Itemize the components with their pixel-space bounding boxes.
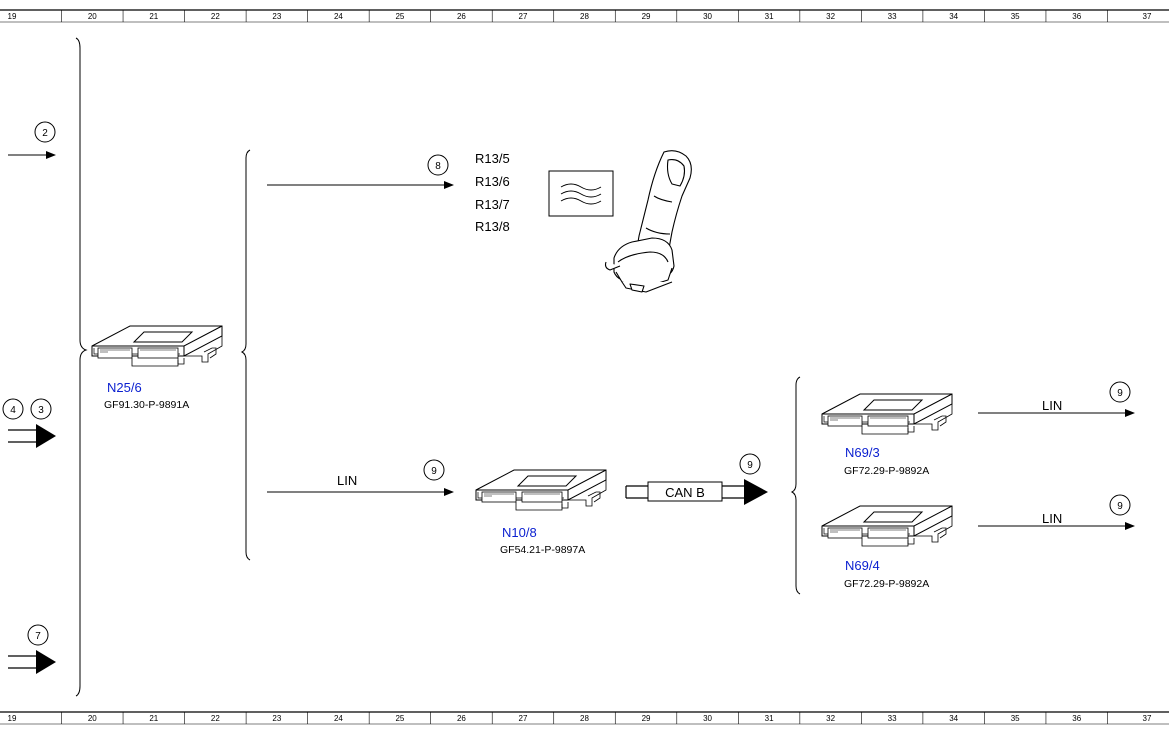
svg-text:2: 2 [42, 128, 48, 139]
ruler-label: 32 [826, 12, 835, 21]
connector-3: 3 [30, 398, 52, 420]
ruler-label: 25 [395, 12, 404, 21]
ruler-label: 25 [395, 714, 404, 723]
svg-text:9: 9 [431, 466, 437, 477]
input-arrow-7 [8, 650, 56, 674]
ruler-label: 29 [642, 12, 651, 21]
ruler-label: 23 [272, 12, 281, 21]
ruler-label: 26 [457, 714, 466, 723]
bottom-ruler: 19 20 21 22 23 24 25 26 27 28 29 30 31 32 33 34 35 36 37 [0, 711, 1169, 725]
ruler-label: 19 [8, 12, 17, 21]
n69-4-control-unit [821, 505, 953, 547]
n69-3-control-unit [821, 393, 953, 435]
can-b-label: CAN B [665, 485, 705, 500]
seat-icon [604, 150, 692, 293]
svg-text:3: 3 [38, 405, 44, 416]
ruler-label: 35 [1011, 12, 1020, 21]
ruler-label: 33 [888, 12, 897, 21]
n25-6-label: N25/6 [107, 380, 142, 395]
ruler-label: 24 [334, 12, 343, 21]
ruler-label: 32 [826, 714, 835, 723]
svg-text:4: 4 [10, 405, 16, 416]
ruler-label: 31 [765, 714, 774, 723]
ruler-label: 37 [1143, 714, 1152, 723]
svg-text:7: 7 [35, 631, 41, 642]
n69-3-code: GF72.29-P-9892A [844, 465, 929, 477]
connector-9-can: 9 [739, 453, 761, 475]
ruler-label: 20 [88, 714, 97, 723]
svg-text:9: 9 [1117, 501, 1123, 512]
ruler-label: 35 [1011, 714, 1020, 723]
ruler-label: 19 [8, 714, 17, 723]
heating-symbol-icon [548, 170, 614, 217]
ruler-label: 34 [949, 12, 958, 21]
ruler-label: 20 [88, 12, 97, 21]
n10-8-control-unit [475, 469, 607, 511]
ruler-label: 28 [580, 12, 589, 21]
connector-4: 4 [2, 398, 24, 420]
n69-4-label: N69/4 [845, 558, 880, 573]
ruler-label: 21 [149, 714, 158, 723]
ruler-label: 37 [1143, 12, 1152, 21]
main-bracket [75, 37, 88, 697]
ruler-label: 30 [703, 714, 712, 723]
can-b-arrow [625, 479, 768, 505]
n25-6-bracket [240, 149, 251, 561]
ruler-label: 33 [888, 714, 897, 723]
n10-8-label: N10/8 [502, 525, 537, 540]
ruler-label: 34 [949, 714, 958, 723]
ruler-label: 21 [149, 12, 158, 21]
n69-3-label: N69/3 [845, 445, 880, 460]
svg-text:9: 9 [1117, 388, 1123, 399]
connector-8: 8 [427, 154, 449, 176]
ruler-label: 27 [519, 12, 528, 21]
ruler-label: 30 [703, 12, 712, 21]
heater-label: R13/6 [475, 174, 510, 189]
ruler-label: 22 [211, 714, 220, 723]
ruler-label: 36 [1072, 714, 1081, 723]
top-ruler: 19 20 21 22 23 24 25 26 27 28 29 30 31 32 33 34 35 36 37 [0, 9, 1169, 23]
connector-9-n69-4: 9 [1109, 494, 1131, 516]
n25-6-control-unit [91, 325, 223, 367]
heater-label: R13/5 [475, 151, 510, 166]
svg-text:8: 8 [435, 161, 441, 172]
ruler-label: 23 [272, 714, 281, 723]
ruler-label: 26 [457, 12, 466, 21]
ruler-label: 22 [211, 12, 220, 21]
ruler-label: 31 [765, 12, 774, 21]
ruler-label: 28 [580, 714, 589, 723]
lin-label-n69-3: LIN [1042, 398, 1062, 413]
connector-7: 7 [27, 624, 49, 646]
n69-4-code: GF72.29-P-9892A [844, 578, 929, 590]
n25-6-code: GF91.30-P-9891A [104, 399, 189, 411]
connector-9-n69-3: 9 [1109, 381, 1131, 403]
ruler-label: 29 [642, 714, 651, 723]
heater-label: R13/8 [475, 219, 510, 234]
n10-8-code: GF54.21-P-9897A [500, 544, 585, 556]
ruler-label: 24 [334, 714, 343, 723]
lin-label-n69-4: LIN [1042, 511, 1062, 526]
lin-label: LIN [337, 473, 357, 488]
heater-label: R13/7 [475, 197, 510, 212]
input-arrow-4-3 [8, 424, 56, 448]
ruler-label: 36 [1072, 12, 1081, 21]
heater-labels: R13/5 R13/6 R13/7 R13/8 [475, 151, 510, 234]
can-b-bracket [790, 376, 801, 595]
connector-2: 2 [34, 121, 56, 143]
svg-text:9: 9 [747, 460, 753, 471]
connector-9-lin: 9 [423, 459, 445, 481]
ruler-label: 27 [519, 714, 528, 723]
